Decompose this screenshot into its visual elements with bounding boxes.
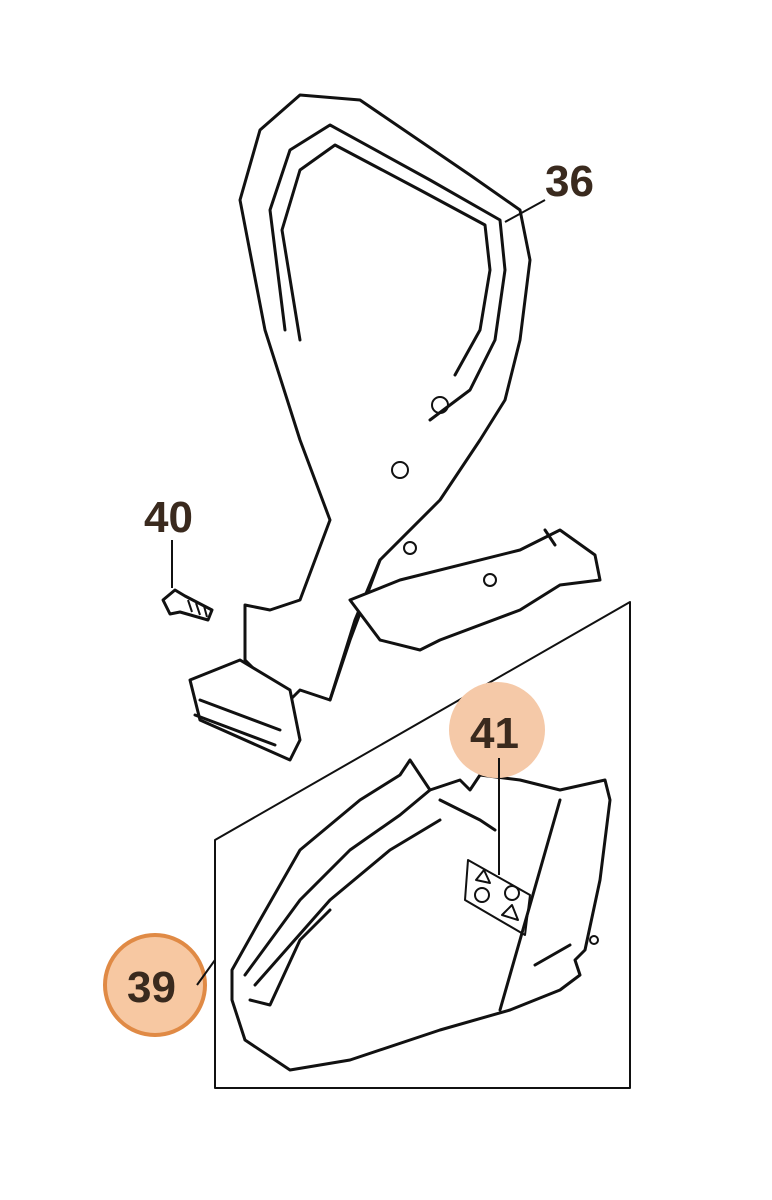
front-handle-part-36[interactable] — [188, 93, 602, 762]
callout-39-highlight — [103, 933, 207, 1037]
callout-36[interactable]: 36 — [545, 157, 594, 206]
screw-part-40[interactable] — [161, 588, 214, 622]
callout-39[interactable]: 39 — [127, 963, 176, 1012]
leader-line-36 — [504, 199, 546, 223]
leader-line-39 — [196, 959, 216, 986]
callout-41-highlight — [449, 682, 545, 778]
subassembly-frame — [214, 601, 631, 1089]
brand-logo — [533, 943, 572, 967]
warning-label-part-41[interactable] — [464, 859, 531, 936]
callout-40[interactable]: 40 — [144, 493, 193, 542]
callout-41[interactable]: 41 — [470, 709, 519, 758]
hand-guard-part-39[interactable] — [230, 758, 612, 1072]
